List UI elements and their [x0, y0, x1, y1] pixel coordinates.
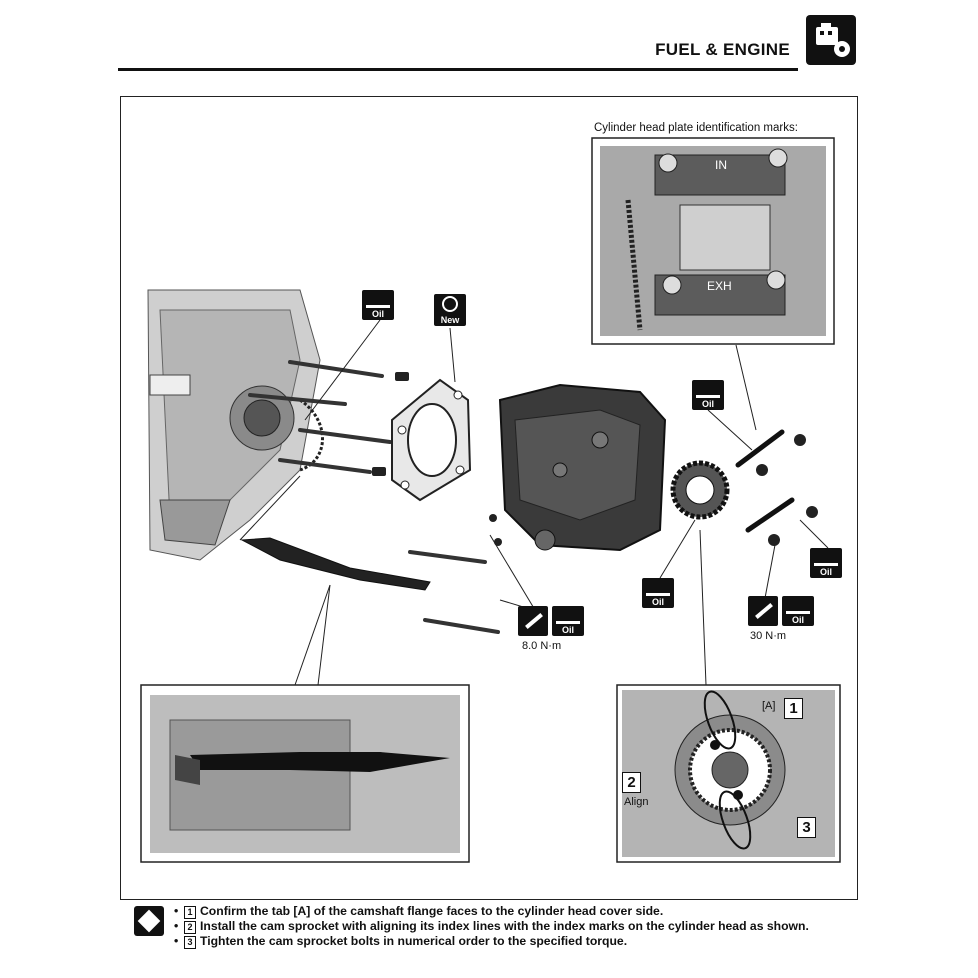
cam-bolt-torque: 8.0 N·m	[522, 640, 562, 652]
oil-can-icon	[646, 581, 670, 596]
oil-badge-label: Oil	[651, 597, 664, 607]
sprocket-alignment-photo	[622, 690, 835, 857]
cylinder-head-gasket	[391, 378, 472, 502]
oil-can-icon	[786, 599, 810, 614]
wrench-badge-2	[748, 596, 778, 626]
oil-badge-label: Oil	[819, 567, 832, 577]
tab-a-label: [A]	[762, 700, 776, 712]
wrench-icon	[755, 603, 773, 619]
page-title: FUEL & ENGINE	[655, 40, 790, 59]
oil-badge-label: Oil	[701, 399, 714, 409]
mark-exh-label: EXH	[707, 279, 732, 293]
engine-block-illustration	[147, 289, 324, 561]
oil-can-icon	[814, 551, 838, 566]
oil-badge-5: Oil	[552, 606, 584, 636]
oil-badge-2: Oil	[692, 380, 724, 410]
cylinder-head	[498, 383, 667, 552]
callout-1: 1	[784, 698, 803, 719]
plate-nut-torque: 30 N·m	[750, 630, 787, 642]
new-badge-label: New	[440, 315, 460, 325]
oil-can-icon	[366, 293, 390, 308]
head-plate-photo	[600, 146, 826, 336]
engine-section-icon	[806, 15, 856, 65]
oil-badge-4: Oil	[810, 548, 842, 578]
note-icon	[134, 906, 164, 936]
align-label: Align	[624, 796, 649, 808]
callout-2: 2	[622, 772, 641, 793]
oil-badge-6: Oil	[782, 596, 814, 626]
renew-arrows-icon	[442, 296, 458, 312]
mark-in-label: IN	[715, 158, 727, 172]
plate-marks-caption: Cylinder head plate identification marks…	[594, 122, 798, 134]
wrench-icon	[525, 613, 543, 629]
cam-sprocket	[670, 460, 730, 520]
chain-guide-photo	[150, 695, 460, 853]
new-badge: New	[434, 294, 466, 326]
oil-can-icon	[696, 383, 720, 398]
oil-badge-1: Oil	[362, 290, 394, 320]
oil-badge-label: Oil	[561, 625, 574, 635]
wrench-badge-1	[518, 606, 548, 636]
cylinder-head-plates	[735, 429, 795, 533]
callout-3: 3	[797, 817, 816, 838]
oil-badge-3: Oil	[642, 578, 674, 608]
oil-badge-label: Oil	[371, 309, 384, 319]
oil-can-icon	[556, 609, 580, 624]
header-rule	[118, 68, 798, 71]
oil-badge-label: Oil	[791, 615, 804, 625]
